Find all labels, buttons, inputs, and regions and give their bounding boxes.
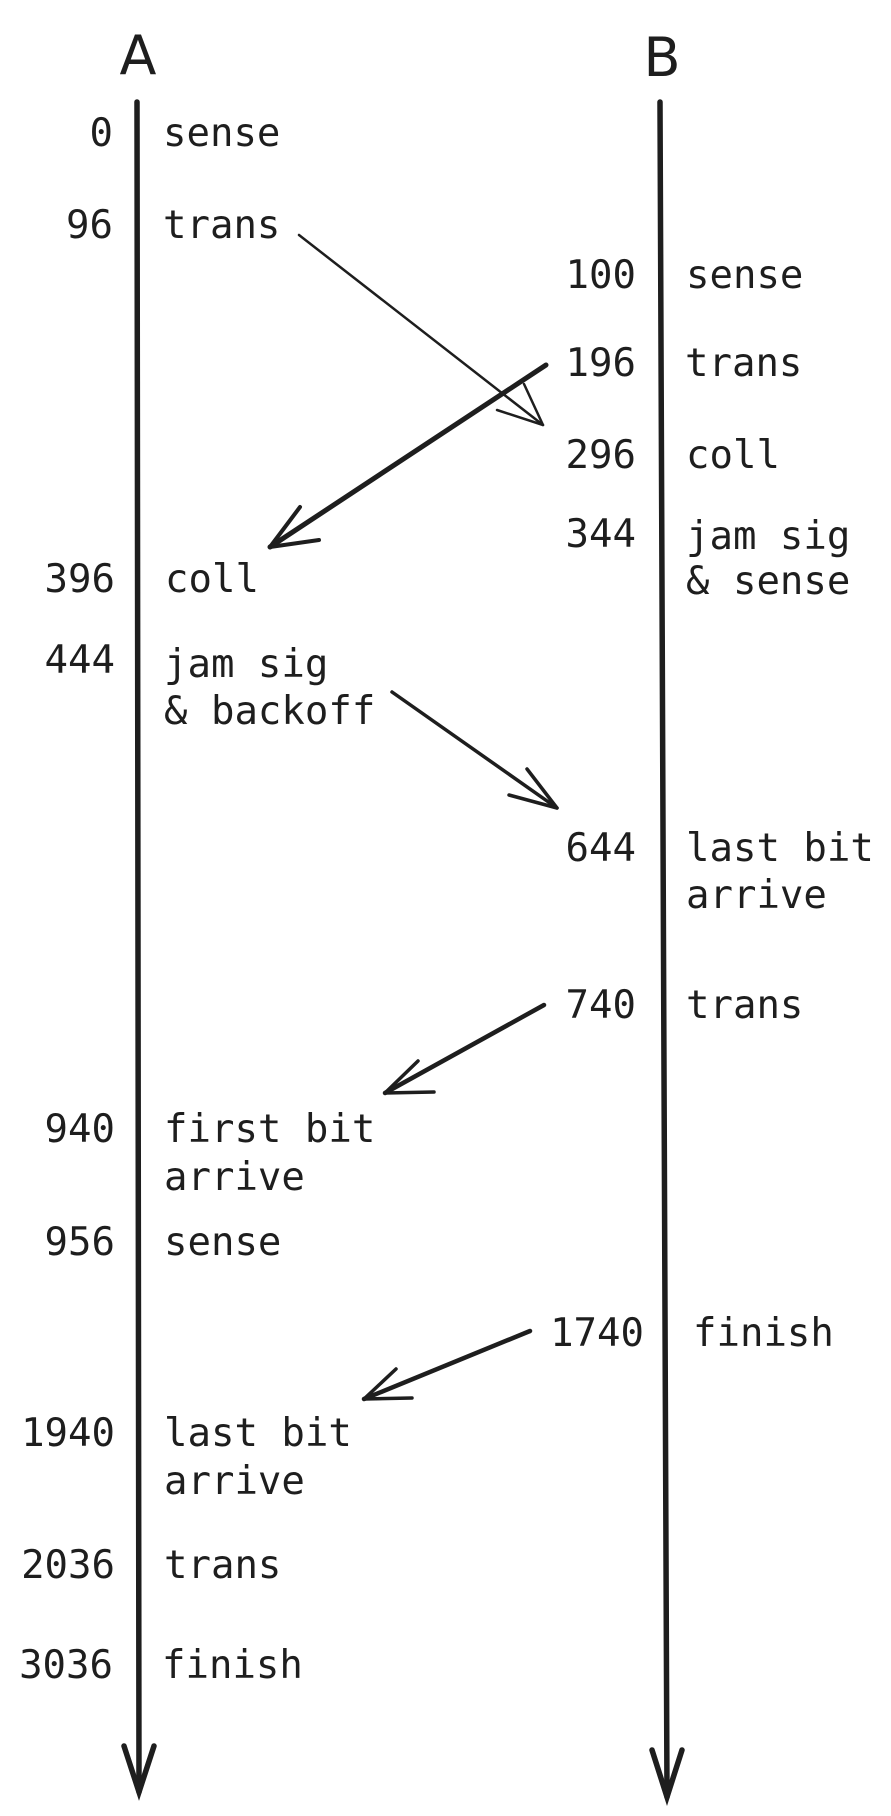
event-time: 96 bbox=[66, 203, 113, 248]
event-label: finish bbox=[693, 1311, 834, 1356]
event-label: sense bbox=[686, 253, 803, 298]
timeline-a-axis bbox=[121, 99, 157, 1801]
event-label: finish bbox=[162, 1643, 303, 1688]
event-label: trans bbox=[164, 1543, 281, 1588]
event-time: 740 bbox=[566, 983, 636, 1028]
event-label: trans bbox=[685, 341, 802, 386]
event-time: 1940 bbox=[21, 1411, 115, 1456]
event-label: jam sig bbox=[164, 642, 328, 687]
timeline-b-events: 100 sense 196 trans 296 coll 344 jam sig… bbox=[550, 253, 874, 1356]
signal-arrow bbox=[297, 233, 545, 427]
event-label: arrive bbox=[164, 1459, 305, 1504]
event-b: 740 trans bbox=[566, 983, 804, 1028]
event-time: 196 bbox=[566, 341, 636, 386]
event-a: 444 jam sig & backoff bbox=[45, 638, 376, 734]
event-time: 940 bbox=[45, 1107, 115, 1152]
timeline-b-axis bbox=[649, 99, 685, 1807]
event-label: coll bbox=[165, 557, 259, 602]
event-label: last bit bbox=[164, 1411, 352, 1456]
event-label: last bit bbox=[686, 826, 874, 871]
event-label: & sense bbox=[686, 559, 850, 604]
signal-arrow bbox=[361, 1328, 533, 1402]
signal-arrow bbox=[267, 362, 549, 550]
event-label: coll bbox=[686, 433, 780, 478]
event-b: 196 trans bbox=[566, 341, 803, 386]
event-time: 3036 bbox=[19, 1643, 113, 1688]
event-b: 296 coll bbox=[566, 433, 780, 478]
event-time: 444 bbox=[45, 638, 115, 683]
event-a: 0 sense bbox=[90, 111, 281, 156]
event-time: 296 bbox=[566, 433, 636, 478]
event-time: 1740 bbox=[550, 1311, 644, 1356]
timeline-a-events: 0 sense 96 trans 396 coll 444 jam sig & … bbox=[19, 111, 375, 1688]
event-b: 100 sense bbox=[566, 253, 804, 298]
header-b: B bbox=[643, 26, 680, 89]
event-a: 396 coll bbox=[45, 557, 259, 602]
event-label: jam sig bbox=[686, 514, 850, 559]
event-label: sense bbox=[164, 1220, 281, 1265]
signal-arrow bbox=[382, 1002, 547, 1096]
event-time: 0 bbox=[90, 111, 113, 156]
event-a: 1940 last bit arrive bbox=[21, 1411, 352, 1504]
event-b: 644 last bit arrive bbox=[566, 826, 874, 918]
event-label: first bit bbox=[164, 1107, 375, 1152]
event-a: 3036 finish bbox=[19, 1643, 303, 1688]
event-time: 956 bbox=[45, 1220, 115, 1265]
event-time: 644 bbox=[566, 826, 636, 871]
event-label: trans bbox=[686, 983, 803, 1028]
event-a: 940 first bit arrive bbox=[45, 1107, 376, 1200]
event-time: 396 bbox=[45, 557, 115, 602]
signal-arrow bbox=[390, 690, 559, 810]
event-time: 344 bbox=[566, 512, 636, 557]
event-b: 344 jam sig & sense bbox=[566, 512, 851, 604]
event-label: arrive bbox=[686, 873, 827, 918]
event-a: 96 trans bbox=[66, 203, 280, 248]
event-a: 2036 trans bbox=[21, 1543, 281, 1588]
event-label: sense bbox=[163, 111, 280, 156]
event-label: trans bbox=[163, 203, 280, 248]
event-time: 100 bbox=[566, 253, 636, 298]
event-label: arrive bbox=[164, 1155, 305, 1200]
header-a: A bbox=[120, 24, 157, 87]
event-time: 2036 bbox=[21, 1543, 115, 1588]
event-a: 956 sense bbox=[45, 1220, 282, 1265]
event-label: & backoff bbox=[164, 689, 375, 734]
event-b: 1740 finish bbox=[550, 1311, 834, 1356]
